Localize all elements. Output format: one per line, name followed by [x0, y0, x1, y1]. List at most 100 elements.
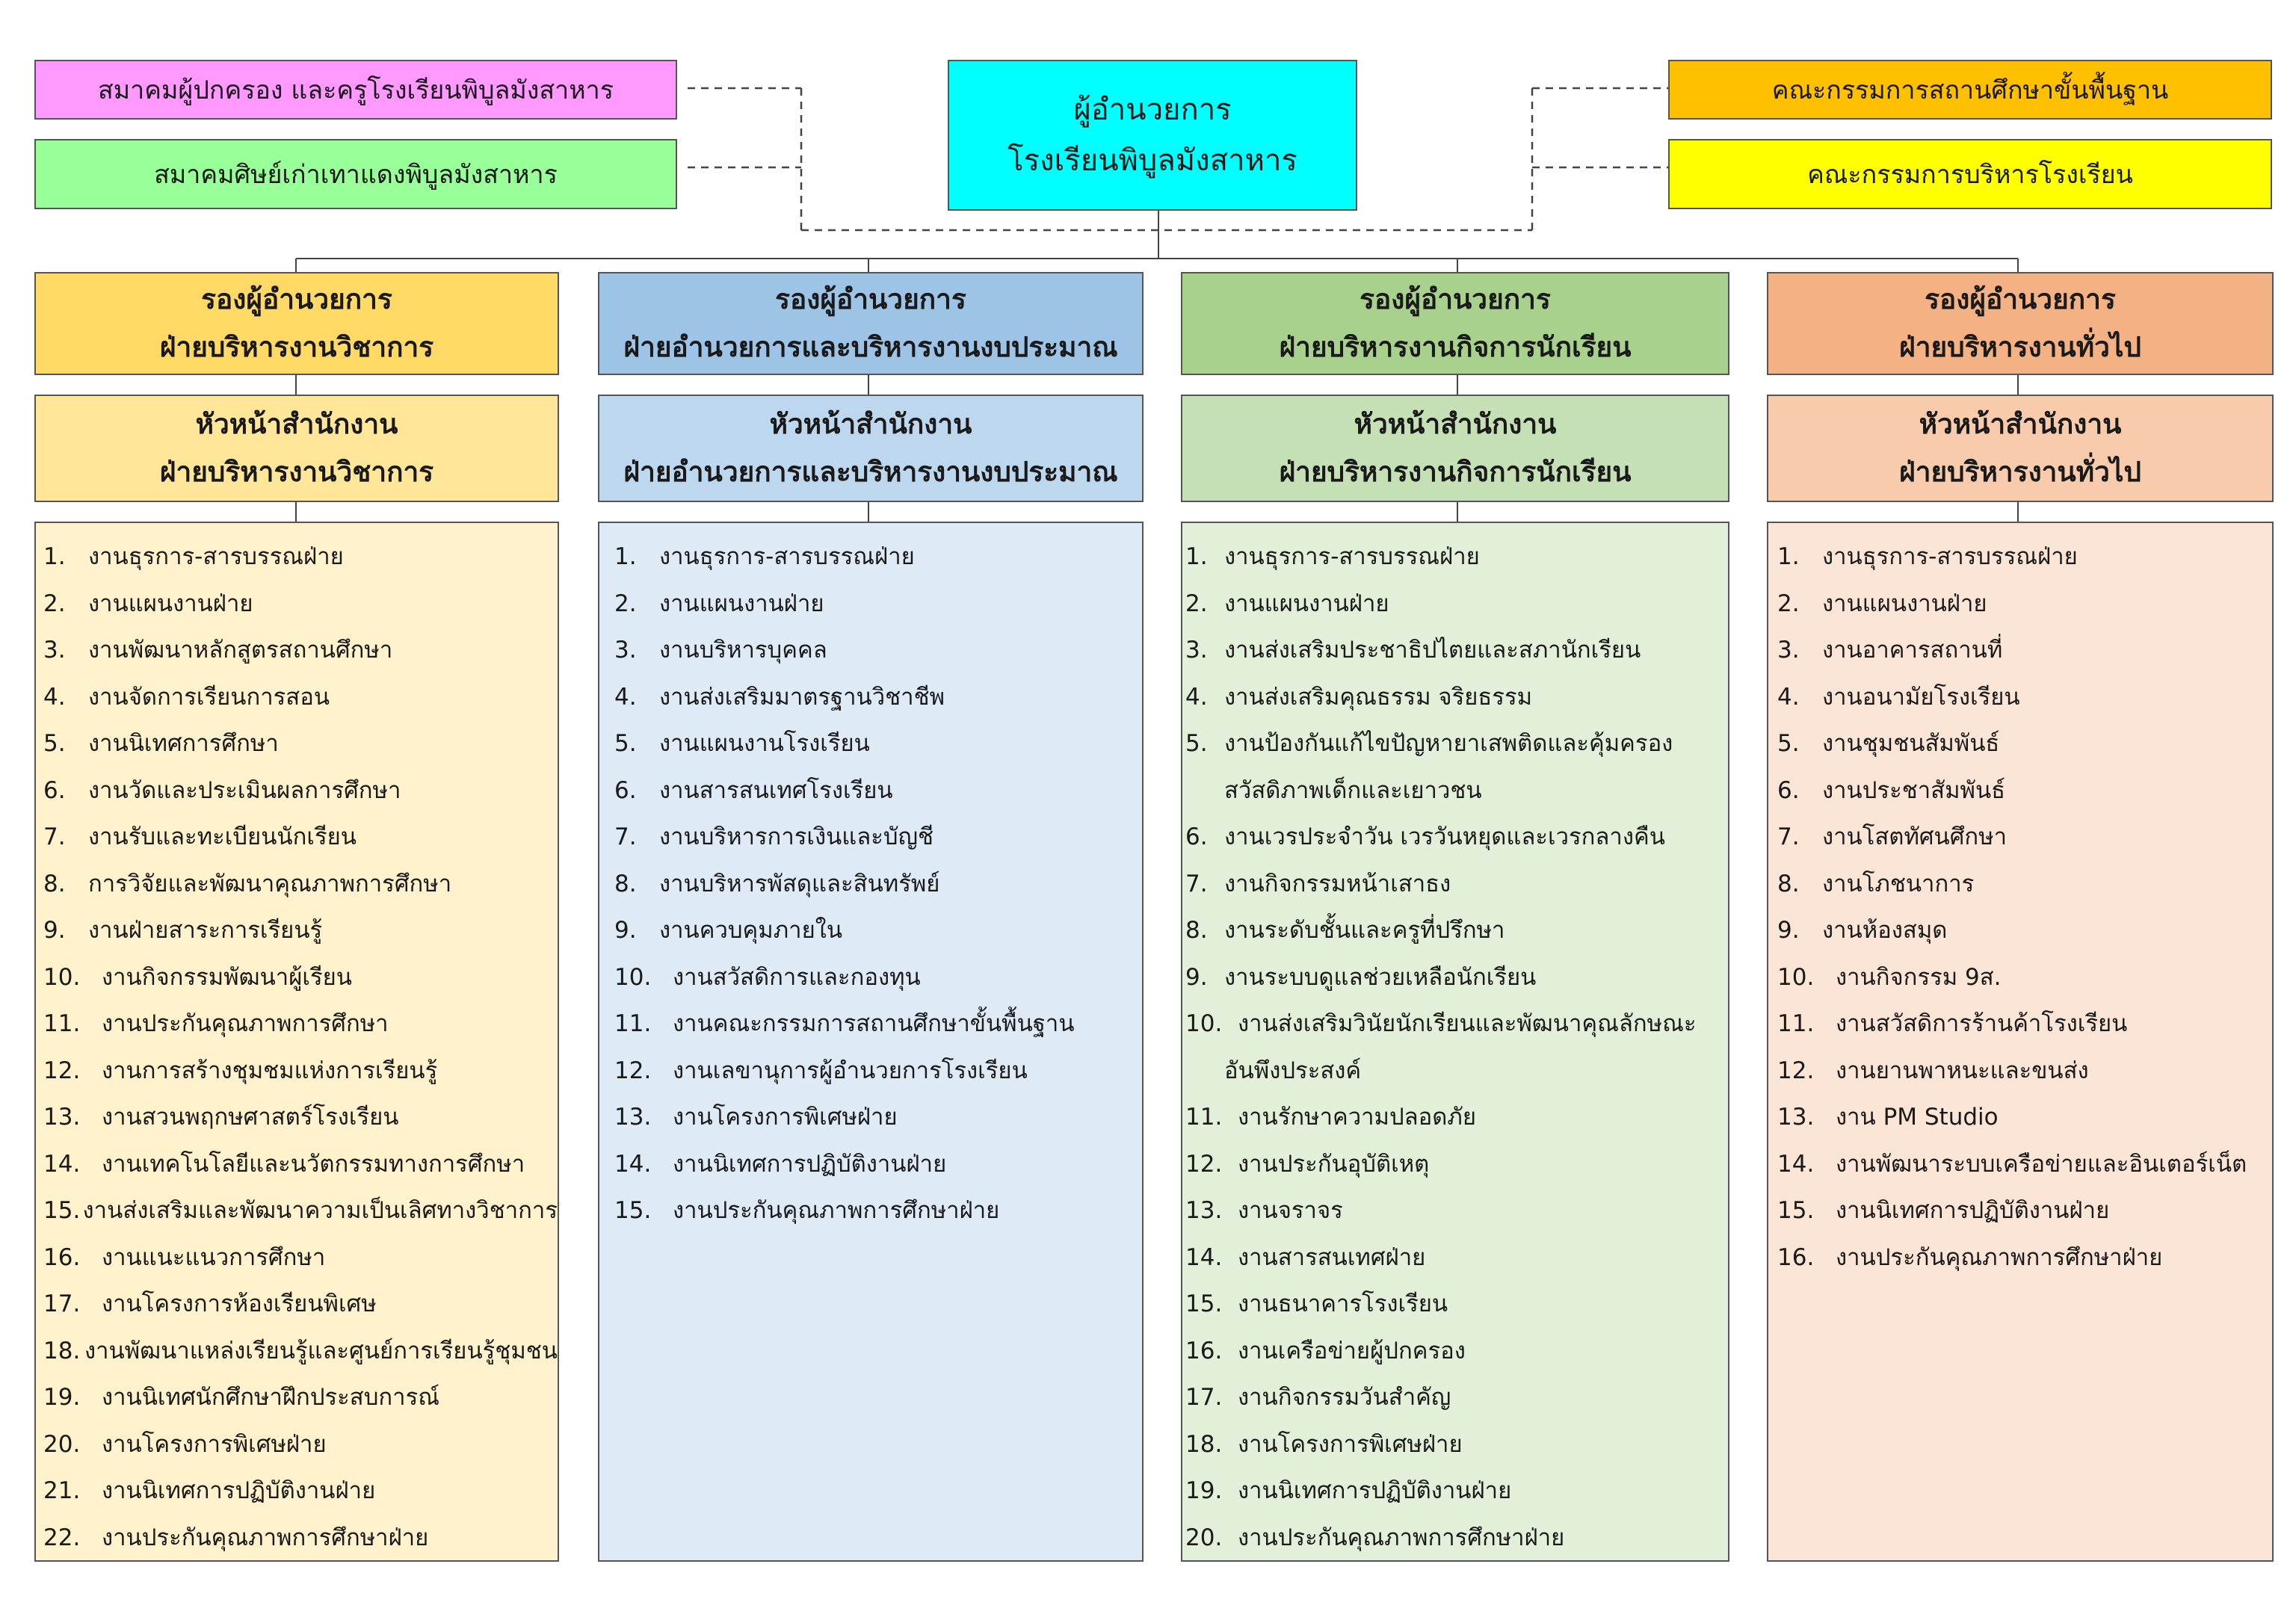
task-number: 13. [1185, 1197, 1223, 1224]
parent-teacher-association-box: สมาคมผู้ปกครอง และครูโรงเรียนพิบูลมังสาห… [34, 60, 677, 120]
task-number: 11. [614, 1010, 652, 1037]
task-item: 19.งานนิเทศการปฏิบัติงานฝ่าย [1185, 1468, 1728, 1515]
task-number: 8. [1185, 917, 1208, 944]
task-label: งานโครงการพิเศษฝ่าย [673, 1104, 898, 1131]
task-number: 4. [1185, 683, 1208, 711]
task-item: 2. งานแผนงานฝ่าย [614, 581, 1142, 628]
task-item: 15.งานนิเทศการปฏิบัติงานฝ่าย [1777, 1187, 2272, 1234]
deputy-general-affairs-box: รองผู้อำนวยการ ฝ่ายบริหารงานทั่วไป [1767, 272, 2274, 375]
task-item: 7. งานรับและทะเบียนนักเรียน [43, 814, 558, 861]
task-number: 7. [1777, 823, 1800, 850]
task-item: 5.งานชุมชนสัมพันธ์ [1777, 720, 2272, 767]
deputy-title: รองผู้อำนวยการ [1360, 283, 1551, 315]
task-item: 6.งานเวรประจำวัน เวรวันหยุดและเวรกลางคืน [1185, 814, 1728, 861]
task-label: งานอาคารสถานที่ [1822, 637, 2003, 664]
task-number: 5. [1185, 730, 1208, 757]
school-administration-committee-box: คณะกรรมการบริหารโรงเรียน [1668, 139, 2272, 209]
task-label: การวิจัยและพัฒนาคุณภาพการศึกษา [88, 870, 452, 897]
task-item: 18.งานพัฒนาแหล่งเรียนรู้และศูนย์การเรียน… [43, 1328, 558, 1375]
task-item: 2.งานแผนงานฝ่าย [1185, 581, 1728, 628]
task-item: 14.งานเทคโนโลยีและนวัตกรรมทางการศึกษา [43, 1141, 558, 1188]
task-label: งานสารสนเทศโรงเรียน [659, 776, 893, 804]
deputy-department: ฝ่ายบริหารงานวิชาการ [159, 331, 434, 363]
task-label: งานประชาสัมพันธ์ [1822, 776, 2006, 804]
task-label: งานประกันคุณภาพการศึกษาฝ่าย [1238, 1524, 1565, 1551]
task-number: 8. [43, 870, 66, 897]
task-number: 7. [1185, 870, 1208, 897]
task-label: งานแผนงานฝ่าย [659, 590, 824, 617]
task-label: อันพึงประสงค์ [1224, 1057, 1362, 1084]
task-number: 10. [614, 963, 652, 991]
deputy-department: ฝ่ายบริหารงานกิจการนักเรียน [1279, 331, 1632, 363]
task-number: 1. [614, 543, 637, 570]
task-item: 13.งานสวนพฤกษศาสตร์โรงเรียน [43, 1094, 558, 1141]
task-number: 6. [43, 776, 66, 804]
task-label: งานนิเทศนักศึกษาฝึกประสบการณ์ [102, 1384, 439, 1411]
task-number: 7. [43, 823, 66, 850]
task-number: 2. [1185, 590, 1208, 617]
task-item: 10.งานกิจกรรม 9ส. [1777, 954, 2272, 1001]
task-item: 3.งานพัฒนาหลักสูตรสถานศึกษา [43, 627, 558, 674]
task-item: 5.งานป้องกันแก้ไขปัญหายาเสพติดและคุ้มครอ… [1185, 720, 1728, 767]
task-item: 16.งานประกันคุณภาพการศึกษาฝ่าย [1777, 1234, 2272, 1282]
task-item: 9.งานฝ่ายสาระการเรียนรู้ [43, 907, 558, 954]
task-item: 20. งานประกันคุณภาพการศึกษาฝ่าย [1185, 1515, 1728, 1562]
task-number: 2. [614, 590, 637, 617]
task-item: 11. งานคณะกรรมการสถานศึกษาขั้นพื้นฐาน [614, 1001, 1142, 1048]
office-head-academic-box: หัวหน้าสำนักงาน ฝ่ายบริหารงานวิชาการ [34, 395, 559, 502]
task-number: 19. [43, 1384, 81, 1411]
office-title: หัวหน้าสำนักงาน [1354, 408, 1557, 440]
task-number: 4. [1777, 683, 1800, 711]
deputy-title: รองผู้อำนวยการ [775, 283, 966, 315]
task-item: 9.งานห้องสมุด [1777, 907, 2272, 954]
box-label: สมาคมผู้ปกครอง และครูโรงเรียนพิบูลมังสาห… [98, 75, 614, 105]
task-label: งานเทคโนโลยีและนวัตกรรมทางการศึกษา [102, 1150, 525, 1178]
task-label: งานอนามัยโรงเรียน [1822, 683, 2020, 711]
task-number: 3. [43, 637, 66, 664]
task-item: 22.งานประกันคุณภาพการศึกษาฝ่าย [43, 1515, 558, 1562]
deputy-title: รองผู้อำนวยการ [201, 283, 392, 315]
task-number: 11. [1185, 1104, 1223, 1131]
task-label: งานโครงการพิเศษฝ่าย [1238, 1430, 1463, 1458]
task-item: 1.งานธุรการ-สารบรรณฝ่าย [614, 534, 1142, 581]
task-label: งานเลขานุการผู้อำนวยการโรงเรียน [673, 1057, 1028, 1084]
task-number: 22. [43, 1524, 81, 1551]
task-label: งานส่งเสริมประชาธิปไตยและสภานักเรียน [1224, 637, 1641, 664]
task-number: 12. [1777, 1057, 1815, 1084]
task-label: งานรับและทะเบียนนักเรียน [88, 823, 357, 850]
box-label: คณะกรรมการสถานศึกษาขั้นพื้นฐาน [1771, 75, 2169, 105]
task-item: 17.งานโครงการห้องเรียนพิเศษ [43, 1281, 558, 1328]
task-item: 14.งานนิเทศการปฏิบัติงานฝ่าย [614, 1141, 1142, 1188]
office-department: ฝ่ายอำนวยการและบริหารงานงบประมาณ [623, 456, 1118, 488]
task-item: 12.งานการสร้างชุมชมแห่งการเรียนรู้ [43, 1048, 558, 1095]
task-label: งานสวัสดิการร้านค้าโรงเรียน [1836, 1010, 2128, 1037]
task-label: งานพัฒนาแหล่งเรียนรู้และศูนย์การเรียนรู้… [84, 1337, 558, 1364]
task-number: 12. [1185, 1150, 1223, 1178]
task-item: 7.งานบริหารการเงินและบัญชี [614, 814, 1142, 861]
task-item: 11.งานประกันคุณภาพการศึกษา [43, 1001, 558, 1048]
task-label: งานโสตทัศนศึกษา [1822, 823, 2008, 850]
task-label: งานคณะกรรมการสถานศึกษาขั้นพื้นฐาน [673, 1010, 1075, 1037]
task-label: งานธุรการ-สารบรรณฝ่าย [88, 543, 344, 570]
task-number: 15. [1777, 1197, 1815, 1224]
task-label: งานส่งเสริมและพัฒนาความเป็นเลิศทางวิชากา… [82, 1197, 558, 1224]
task-number: 6. [1777, 776, 1800, 804]
task-label: งานธุรการ-สารบรรณฝ่าย [1224, 543, 1480, 570]
task-number: 4. [614, 683, 637, 711]
task-label: งานนิเทศการศึกษา [88, 730, 279, 757]
task-number: 20. [1185, 1524, 1223, 1551]
task-label: งานโครงการห้องเรียนพิเศษ [102, 1290, 377, 1317]
task-number: 17. [1185, 1384, 1223, 1411]
task-item: 9.งานควบคุมภายใน [614, 907, 1142, 954]
task-number: 10. [43, 963, 81, 991]
task-number: 16. [1185, 1337, 1223, 1364]
task-number: 1. [1185, 543, 1208, 570]
task-number: 5. [1777, 730, 1800, 757]
deputy-department: ฝ่ายบริหารงานทั่วไป [1899, 331, 2141, 363]
task-item: 17.งานกิจกรรมวันสำคัญ [1185, 1374, 1728, 1421]
task-item: 1.งานธุรการ-สารบรรณฝ่าย [1777, 534, 2272, 581]
task-item: 4.งานจัดการเรียนการสอน [43, 674, 558, 721]
office-head-general-affairs-box: หัวหน้าสำนักงาน ฝ่ายบริหารงานทั่วไป [1767, 395, 2274, 502]
task-item: 6. งานประชาสัมพันธ์ [1777, 767, 2272, 814]
